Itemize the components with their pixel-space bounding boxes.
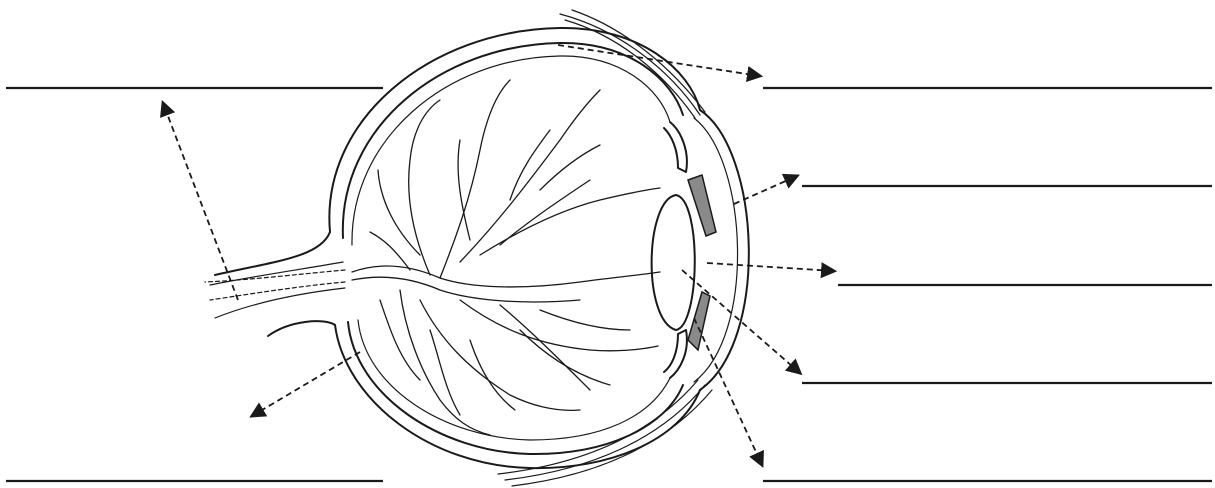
leader-arrow-lens <box>707 263 834 271</box>
eyeball <box>205 10 749 486</box>
leader-arrow-optic-nerve <box>163 103 238 300</box>
optic-nerve-inner-2 <box>215 288 345 318</box>
optic-nerve-upper <box>215 232 330 275</box>
leader-arrow-choroid <box>252 352 360 416</box>
choroid <box>343 43 683 454</box>
eyelid-fibers-bottom <box>498 380 712 486</box>
lens <box>652 195 695 330</box>
ciliary-body-upper <box>664 122 687 172</box>
optic-nerve-lower <box>268 321 335 336</box>
leader-arrow-ciliary <box>694 318 762 465</box>
cornea-inner <box>694 118 738 382</box>
leader-arrow-sclera <box>558 45 760 76</box>
sclera-outer <box>329 28 700 468</box>
optic-nerve-inner-1 <box>210 262 343 285</box>
retinal-blood-vessels <box>352 80 660 435</box>
eyelid-fibers-top <box>560 10 705 118</box>
optic-nerve-dashed <box>205 270 345 300</box>
leader-arrows <box>163 45 834 465</box>
retina <box>352 56 670 440</box>
ciliary-body-lower <box>664 330 687 378</box>
